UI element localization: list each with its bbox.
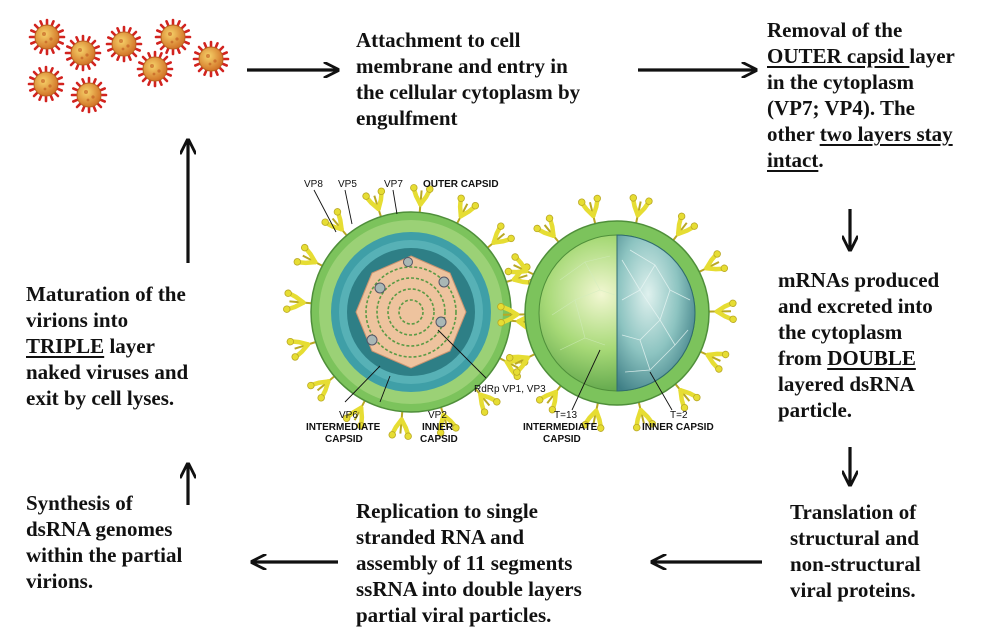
virus-cluster <box>27 18 230 114</box>
label-inner-capsid: INNER CAPSID <box>642 422 714 433</box>
virion-surface-view <box>498 194 737 432</box>
virus-particle-icon <box>27 65 65 103</box>
step-replication-line: partial viral particles. <box>356 603 552 627</box>
virus-particle-icon <box>64 34 102 72</box>
text-span: other <box>767 122 820 146</box>
text-span: layer <box>909 44 955 68</box>
underlined-intact: intact <box>767 148 819 172</box>
virus-particle-icon <box>136 50 174 88</box>
step-removal-line: other two layers stay <box>767 121 955 147</box>
step-removal-line: (VP7; VP4). The <box>767 96 915 120</box>
step-translation-line: Translation of <box>790 500 917 524</box>
label-rdrp: RdRp VP1, VP3 <box>474 384 546 395</box>
step-translation-line: viral proteins. <box>790 578 916 602</box>
virus-particle-icon <box>70 76 108 114</box>
step-replication-line: ssRNA into double layers <box>356 577 582 601</box>
step-mrna-line: layered dsRNA <box>778 372 915 396</box>
virus-particle-icon <box>105 25 143 63</box>
label-vp5: VP5 <box>338 179 357 190</box>
label-vp8: VP8 <box>304 179 323 190</box>
label-intermediate-left: INTERMEDIATE <box>306 422 381 433</box>
text-span: . <box>818 148 824 172</box>
step-attachment-line: Attachment to cell <box>356 28 521 52</box>
text-span: layer <box>104 334 155 358</box>
label-t2: T=2 <box>670 410 688 421</box>
step-attachment-line: the cellular cytoplasm by <box>356 80 581 104</box>
virus-particle-icon <box>192 40 230 78</box>
step-synthesis-line: Synthesis of <box>26 491 133 515</box>
step-maturation: Maturation of the virions into TRIPLE la… <box>26 281 188 411</box>
step-replication-line: Replication to single <box>356 499 538 523</box>
underlined-triple: TRIPLE <box>26 334 105 358</box>
step-maturation-line: exit by cell lyses. <box>26 386 175 410</box>
step-synthesis-line: within the partial <box>26 543 183 567</box>
label-inner: INNER <box>422 422 454 433</box>
virus-particle-icon <box>154 18 192 56</box>
label-vp6: VP6 <box>339 410 358 421</box>
virus-particle-icon <box>28 18 66 56</box>
underlined-outer-capsid: OUTER capsid <box>767 44 910 68</box>
step-maturation-line: virions into <box>26 308 129 332</box>
step-maturation-line: TRIPLE layer <box>26 333 188 359</box>
label-outer-capsid: OUTER CAPSID <box>423 179 499 190</box>
step-replication: Replication to single stranded RNA and a… <box>356 498 582 628</box>
step-mrna: mRNAs produced and excreted into the cyt… <box>778 267 939 423</box>
step-attachment-line: membrane and entry in <box>356 54 568 78</box>
step-mrna-line: and excreted into <box>778 294 933 318</box>
label-capsid-right: CAPSID <box>543 434 581 445</box>
label-capsid-left: CAPSID <box>325 434 363 445</box>
label-vp7: VP7 <box>384 179 403 190</box>
step-synthesis-line: virions. <box>26 569 94 593</box>
step-attachment-line: engulfment <box>356 106 458 130</box>
step-removal-line: in the cytoplasm <box>767 70 914 94</box>
step-synthesis: Synthesis of dsRNA genomes within the pa… <box>26 490 182 594</box>
step-replication-line: assembly of 11 segments <box>356 551 573 575</box>
step-mrna-line: the cytoplasm <box>778 320 903 344</box>
label-vp2: VP2 <box>428 410 447 421</box>
step-translation-line: structural and <box>790 526 919 550</box>
underlined-two-layers: two layers stay <box>819 122 953 146</box>
label-capsid-inner: CAPSID <box>420 434 458 445</box>
step-removal-line: Removal of the <box>767 18 903 42</box>
text-span: from <box>778 346 828 370</box>
step-removal-line: OUTER capsid layer <box>767 43 955 69</box>
step-removal-line: intact. <box>767 147 955 173</box>
step-synthesis-line: dsRNA genomes <box>26 517 173 541</box>
step-mrna-line: particle. <box>778 398 853 422</box>
step-maturation-line: Maturation of the <box>26 282 186 306</box>
step-translation-line: non-structural <box>790 552 921 576</box>
step-mrna-line: mRNAs produced <box>778 268 940 292</box>
label-intermediate-right: INTERMEDIATE <box>523 422 598 433</box>
underlined-double: DOUBLE <box>827 346 916 370</box>
step-maturation-line: naked viruses and <box>26 360 189 384</box>
virion-cross-section <box>283 184 539 440</box>
label-t13: T=13 <box>554 410 578 421</box>
step-translation: Translation of structural and non-struct… <box>790 499 921 603</box>
step-attachment: Attachment to cell membrane and entry in… <box>356 27 580 131</box>
step-mrna-line: from DOUBLE <box>778 345 939 371</box>
step-removal: Removal of the OUTER capsid layer in the… <box>767 17 955 173</box>
step-replication-line: stranded RNA and <box>356 525 525 549</box>
